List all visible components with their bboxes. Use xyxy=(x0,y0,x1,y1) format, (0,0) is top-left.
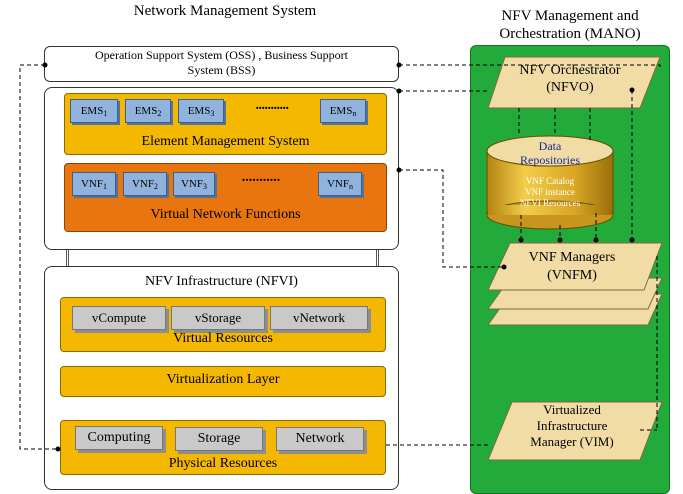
nfvi-title: NFV Infrastructure (NFVI) xyxy=(145,274,298,289)
repo-cylinder-top xyxy=(486,135,614,167)
vim-line2: Infrastructure xyxy=(536,418,608,433)
ems-2-base: EMS xyxy=(134,105,158,117)
vnf-2-sub: 2 xyxy=(154,182,158,191)
nms-connector-right xyxy=(376,248,379,268)
nfvo-line1: NFV Orchestrator xyxy=(519,63,621,78)
vnf-dots: ........... xyxy=(241,170,281,185)
vnf-3-sub: 3 xyxy=(203,182,207,191)
computing-box: Computing xyxy=(75,426,163,450)
ems-1-base: EMS xyxy=(80,105,104,117)
ems-2: EMS2 xyxy=(125,99,171,123)
vnf-3-base: VNF xyxy=(180,178,203,190)
virtual-resources-label: Virtual Resources xyxy=(173,331,273,346)
vcompute-box: vCompute xyxy=(72,306,166,330)
mano-title-line1: NFV Management and xyxy=(501,8,639,24)
vnf-1: VNF1 xyxy=(72,172,116,196)
nfvo-shape xyxy=(487,56,661,109)
ems-n-base: EMS xyxy=(329,105,353,117)
ems-label: Element Management System xyxy=(141,134,310,149)
virtualization-layer-panel xyxy=(60,366,386,397)
nfvo-line2: (NFVO) xyxy=(546,80,594,95)
vnf-2: VNF2 xyxy=(123,172,167,196)
ems-3-base: EMS xyxy=(187,105,211,117)
repo-line1: Data xyxy=(538,139,562,153)
ems-3-sub: 3 xyxy=(210,109,215,118)
vnfm-line2: (VNFM) xyxy=(547,268,597,283)
vnf-1-base: VNF xyxy=(80,178,103,190)
vnf-n: VNFn xyxy=(318,172,362,196)
repo-line2: Repositories xyxy=(520,153,580,167)
vim-shape xyxy=(487,401,663,461)
oss-bss-box xyxy=(44,46,399,82)
vstorage-box: vStorage xyxy=(171,306,265,330)
network-box: Network xyxy=(276,427,364,451)
vnetwork-box: vNetwork xyxy=(270,306,368,330)
virtualization-layer-label: Virtualization Layer xyxy=(166,372,280,387)
ems-1: EMS1 xyxy=(70,99,118,123)
repo-item-vnf-catalog: VNF Catalog xyxy=(525,176,575,186)
ems-n-sub: n xyxy=(352,109,357,118)
repo-item-vnf-instance: VNF instance xyxy=(525,187,575,197)
repo-item-nfvi-resources: NFVI Resources xyxy=(519,198,581,208)
vnf-2-base: VNF xyxy=(131,178,154,190)
vnf-1-sub: 1 xyxy=(103,182,107,191)
vnf-label: Virtual Network Functions xyxy=(150,207,301,222)
vnf-n-base: VNF xyxy=(326,178,349,190)
vnfm-line1: VNF Managers xyxy=(528,250,616,265)
ems-dots: ........... xyxy=(255,98,290,113)
nms-title: Network Management System xyxy=(133,3,317,19)
vnf-3: VNF3 xyxy=(173,172,215,196)
ems-n: EMSn xyxy=(320,99,366,123)
ems-1-sub: 1 xyxy=(103,109,108,118)
ems-3: EMS3 xyxy=(178,99,224,123)
mano-title-line2: Orchestration (MANO) xyxy=(499,26,641,42)
vnfm-layer-1 xyxy=(487,242,663,291)
vim-line1: Virtualized xyxy=(543,402,601,417)
physical-resources-label: Physical Resources xyxy=(168,456,278,471)
oss-bss-line2: System (BSS) xyxy=(187,63,256,77)
ems-2-sub: 2 xyxy=(157,109,162,118)
vnf-n-sub: n xyxy=(349,182,353,191)
vim-line3: Manager (VIM) xyxy=(530,434,614,449)
oss-bss-line1: Operation Support System (OSS) , Busines… xyxy=(94,48,348,62)
storage-box: Storage xyxy=(175,427,263,451)
nms-connector-left xyxy=(66,248,69,268)
